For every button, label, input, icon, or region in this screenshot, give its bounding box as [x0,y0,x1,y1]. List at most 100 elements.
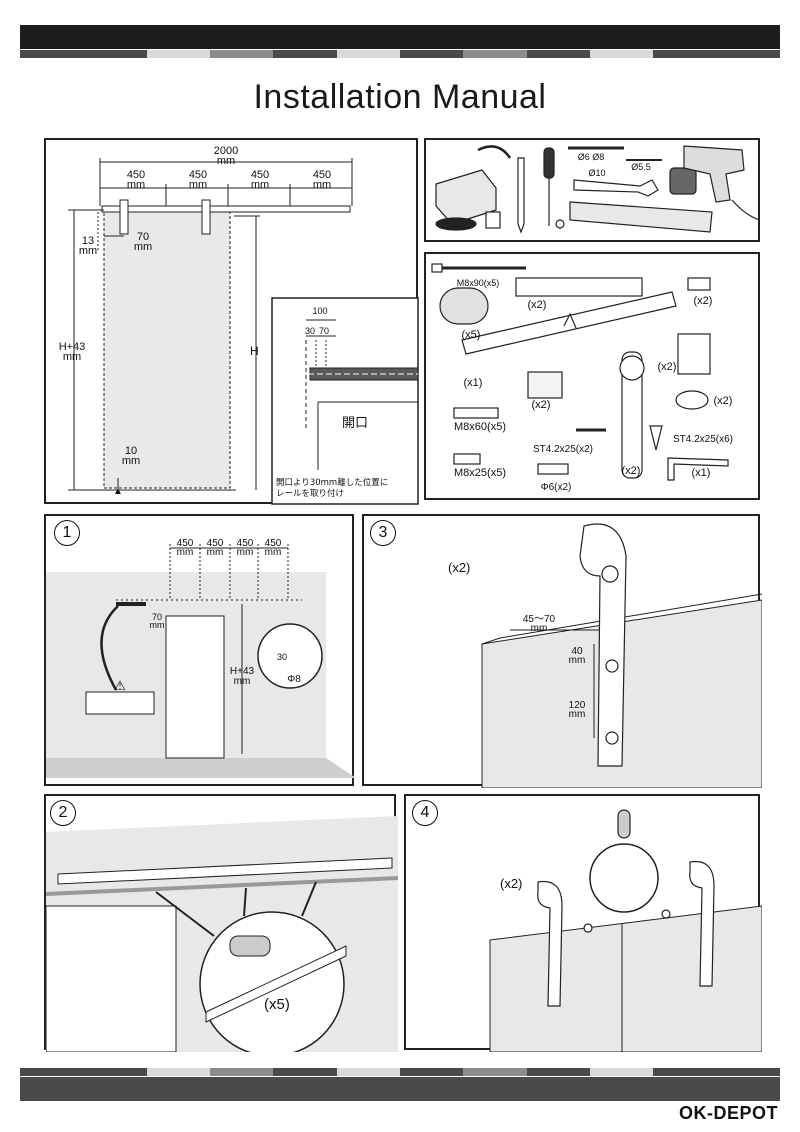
offset-70-unit: mm [133,241,153,253]
parts-panel: M8x90(x5) (x5) (x2) (x2) (x1) (x2) (x2) … [424,252,760,500]
step-1-seg3: 450 [236,538,254,549]
offset-70-value: 70 [136,231,150,243]
segment-4-value: 450 [312,169,332,181]
wrench-10-label: Ø10 [588,168,606,178]
step-1-height: H+43 [229,666,255,677]
part-washer-qty: (x2) [713,395,733,407]
stripe-segment [589,50,654,58]
gap-10-value: 10 [124,445,138,457]
step-1-detail-30: 30 [276,652,287,662]
dimension-diagram-drawing [68,158,419,505]
h-label: H [250,344,259,358]
segment-4-unit: mm [312,179,332,191]
height-value: H+43 [58,341,86,353]
step-1-seg2-unit: mm [206,547,224,558]
part-screw-small-label: ST4.2x25(x2) [532,444,594,455]
step-1-seg2: 450 [206,538,224,549]
part-stop-qty: (x2) [527,299,547,311]
step-2-panel: 2 (x5) [44,794,398,1052]
part-screw-large-label: ST4.2x25(x6) [672,434,734,445]
step-1-seg4: 450 [264,538,282,549]
stripe-segment [463,50,527,58]
drill-bit-6-8-label: Ø6 Ø8 [577,152,605,162]
step-1-seg1: 450 [176,538,194,549]
part-bolt-m8x90-label: M8x90(x5) [456,278,500,288]
segment-3-value: 450 [250,169,270,181]
stripe-segment [209,50,274,58]
step-1-drill-size: Φ8 [287,674,301,685]
step-3-d120-unit: mm [568,709,586,720]
detail-note-line1: 開口より30mm離した位置に [276,478,389,488]
parts-drawing [431,263,729,481]
segment-1-unit: mm [126,179,146,191]
step-3-d40-unit: mm [568,655,586,666]
stripe-segment [20,1068,84,1076]
stripe-segment [653,50,717,58]
segment-2-unit: mm [188,179,208,191]
step-3-number: 3 [370,520,396,546]
step-3-d40: 40 [571,646,583,657]
step-1-panel: 1 450 mm 450 mm 450 mm 450 mm 70 mm H+43… [44,514,356,786]
drill-bit-5-5-label: Ø5.5 [631,162,651,172]
step-1-number: 1 [54,520,80,546]
part-guide-qty: (x2) [531,399,551,411]
tools-drawing [435,145,761,234]
stripe-segment [399,50,464,58]
step-1-seg1-unit: mm [176,547,194,558]
step-2-drawing [46,816,398,1052]
stripe-segment [716,1068,780,1076]
step-1-seg3-unit: mm [236,547,254,558]
step-1-offset-unit: mm [149,620,165,630]
part-bolt-m8x60-label: M8x60(x5) [454,421,506,433]
stripe-segment [336,1068,400,1076]
stripe-segment [463,1068,527,1076]
part-hanger-qty: (x2) [621,465,641,477]
step-3-range-unit: mm [530,623,548,634]
step-1-offset: 70 [151,612,162,622]
stripe-segment [526,1068,590,1076]
step-2-number: 2 [50,800,76,826]
gap-10-unit: mm [121,455,141,467]
header-stripe [20,50,780,58]
step-3-qty: (x2) [448,560,471,575]
stripe-segment [146,50,210,58]
step-3-range: 45～70 [522,614,556,625]
segment-3-unit: mm [250,179,270,191]
stripe-segment [209,1068,274,1076]
stripe-segment [273,1068,337,1076]
step-4-qty: (x2) [500,876,523,891]
step-4-number: 4 [412,800,438,826]
header-bar [20,25,780,49]
stripe-segment [589,1068,654,1076]
detail-100: 100 [312,306,328,316]
step-1-seg4-unit: mm [264,547,282,558]
step-4-drawing [489,809,762,1052]
offset-13-unit: mm [78,245,98,257]
dimension-diagram-panel: 2000 mm 450 mm 450 mm 450 mm 450 mm 13 m… [44,138,419,505]
page-title: Installation Manual [253,78,547,116]
segment-2-value: 450 [188,169,208,181]
total-width-unit: mm [216,155,236,167]
step-3-drawing [481,523,762,788]
part-rail-qty: (x1) [463,377,483,389]
part-spacer-qty: (x5) [461,329,481,341]
total-width-value: 2000 [213,145,239,157]
height-unit: mm [62,351,82,363]
stripe-segment [653,1068,717,1076]
opening-label: 開口 [342,415,369,430]
warning-icon: ⚠ [114,678,126,693]
step-1-height-unit: mm [233,676,251,687]
step-3-panel: 3 (x2) 45～70 mm 40 mm 120 mm [362,514,762,788]
stripe-segment [20,50,84,58]
footer-stripe [20,1068,780,1076]
stripe-segment [526,50,590,58]
step-1-drawing [46,544,356,778]
detail-note-line2: レールを取り付け [276,489,345,499]
stripe-segment [83,1068,147,1076]
stripe-segment [336,50,400,58]
stripe-segment [273,50,337,58]
part-bracket-qty: (x2) [693,295,713,307]
step-3-d120: 120 [568,700,586,711]
footer-bar [20,1077,780,1101]
brand-name: OK-DEPOT [678,1103,778,1123]
